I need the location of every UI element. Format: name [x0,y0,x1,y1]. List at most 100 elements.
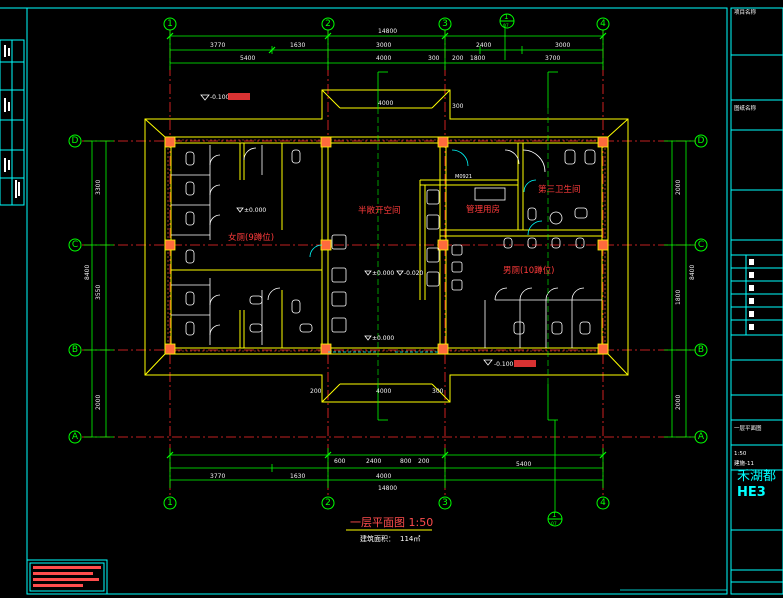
dim-top-misc-2: 200 [452,55,464,62]
axis-label-c-right: C [698,240,704,250]
axis-label-b-left: B [72,345,78,355]
dim-left-4: 2000 [95,395,102,410]
dim-hall-4: 4000 [376,388,391,395]
section-sub-top: 07 [503,23,509,29]
interior-walls [171,143,602,348]
room-label-hall: 半敞开空间 [358,205,401,216]
axis-label-a-left: A [72,432,79,442]
axis-label-d-left: D [72,136,79,146]
left-strip-marks [4,45,20,198]
elev-outer-top: -0.100 [210,94,230,101]
mgmt-third-fixtures [474,149,596,225]
dim-right-3: 1800 [675,290,682,305]
axis-label-1-top: 1 [167,19,173,29]
elevation-marks [200,94,493,366]
drawing-title-group: 一层平面图 1:50 建筑面积： 114㎡ [346,516,433,543]
axis-label-4-bottom: 4 [600,498,606,508]
dim-right-2: 8400 [689,265,696,280]
axis-label-b-right: B [698,345,704,355]
dim-top-seg-3: 3000 [376,42,391,49]
dim-bottom-total: 14800 [378,485,397,492]
axis-label-2-top: 2 [325,19,331,29]
door-swings [309,149,543,353]
dim-left-2: 8400 [84,265,91,280]
dim-bottom-misc-1: 600 [334,458,346,465]
elev-outer-bottom: -0.100 [494,361,514,368]
roof-outline [144,89,629,403]
axis-label-1-bottom: 1 [167,498,173,508]
area-value: 114㎡ [400,535,420,543]
drawing-frame [0,7,728,595]
room-label-women: 女厕(9蹲位) [228,232,274,243]
elev-floor-4: -0.020 [404,270,424,277]
room-label-men: 男厕(10蹲位) [503,265,554,276]
dim-top-mid-1: 5400 [240,55,255,62]
axis-label-d-right: D [698,136,705,146]
men-fixtures [451,237,602,348]
title-block-company-en: HE3 [737,485,766,500]
room-label-third: 第三卫生间 [538,184,581,195]
dim-top-seg-5: 3000 [555,42,570,49]
section-mark-top: 1 [504,13,508,21]
dim-bottom-seg-1: 3770 [210,473,225,480]
title-block-sheet-name: 一层平面图 [734,424,762,432]
dim-right-4: 2000 [675,395,682,410]
title-block-scale: 1:50 [734,451,747,457]
section-dash-line [377,108,549,384]
dim-bottom-seg-4: 5400 [516,461,531,468]
dim-hall-2: 4000 [378,100,393,107]
dim-top-seg-4: 2400 [476,42,491,49]
drawing-title: 一层平面图 1:50 [350,516,433,529]
elev-floor-2: ±0.000 [372,270,394,277]
dim-bottom-seg-2: 1630 [290,473,305,480]
section-mark-bottom: 1 [552,511,556,519]
elev-floor-1: ±0.000 [244,207,266,214]
dim-hall-5: 300 [432,388,444,395]
dim-bottom-misc-3: 800 [400,458,412,465]
women-stalls [171,145,313,345]
axis-label-4-top: 4 [600,19,606,29]
columns [164,136,609,355]
dim-bottom-misc-2: 2400 [366,458,381,465]
section-bubbles [499,13,563,527]
dim-bottom-misc-4: 200 [418,458,430,465]
dim-top-seg-1: 3770 [210,42,225,49]
dim-top-misc-4: 3700 [545,55,560,62]
dim-hall-1: 300 [452,103,464,110]
axis-label-2-bottom: 2 [325,498,331,508]
dim-top-mid-2: 4000 [376,55,391,62]
axis-bubbles [68,17,708,510]
grid-axes [82,30,696,495]
title-block-sheet-no: 建施-11 [734,459,754,467]
hall-sinks [331,189,440,333]
dim-top-seg-2: 1630 [290,42,305,49]
elev-note-bottom [514,360,536,367]
dim-left-1: 3300 [95,180,102,195]
dimension-lines [84,30,694,488]
dim-right-1: 2000 [675,180,682,195]
axis-label-3-bottom: 3 [442,498,448,508]
dim-top-misc-3: 1800 [470,55,485,62]
dim-hall-3: 200 [310,388,322,395]
title-block-label-2: 图纸名称 [734,104,757,112]
section-lines [377,24,558,513]
approval-stamp [26,559,108,595]
axis-label-3-top: 3 [442,19,448,29]
axis-label-c-left: C [72,240,78,250]
title-block-label-1: 项目名称 [734,8,757,16]
area-label: 建筑面积： [360,534,395,543]
dim-bottom-seg-3: 4000 [376,473,391,480]
elev-floor-3: ±0.000 [372,335,394,342]
title-block: 项目名称 图纸名称 禾湖都 HE3 一层平面图 1:50 建施-11 [730,7,783,595]
dim-left-3: 3550 [95,285,102,300]
axis-label-a-right: A [698,432,705,442]
section-sub-bottom: 07 [551,521,557,527]
dimension-ticks [166,32,607,459]
room-label-mgmt: 管理用房 [466,204,500,215]
title-block-company-cn: 禾湖都 [737,469,776,484]
door-tag: M0921 [455,174,472,180]
dim-top-misc-1: 300 [428,55,440,62]
dim-top-total: 14800 [378,28,397,35]
elev-note-top [228,93,250,100]
